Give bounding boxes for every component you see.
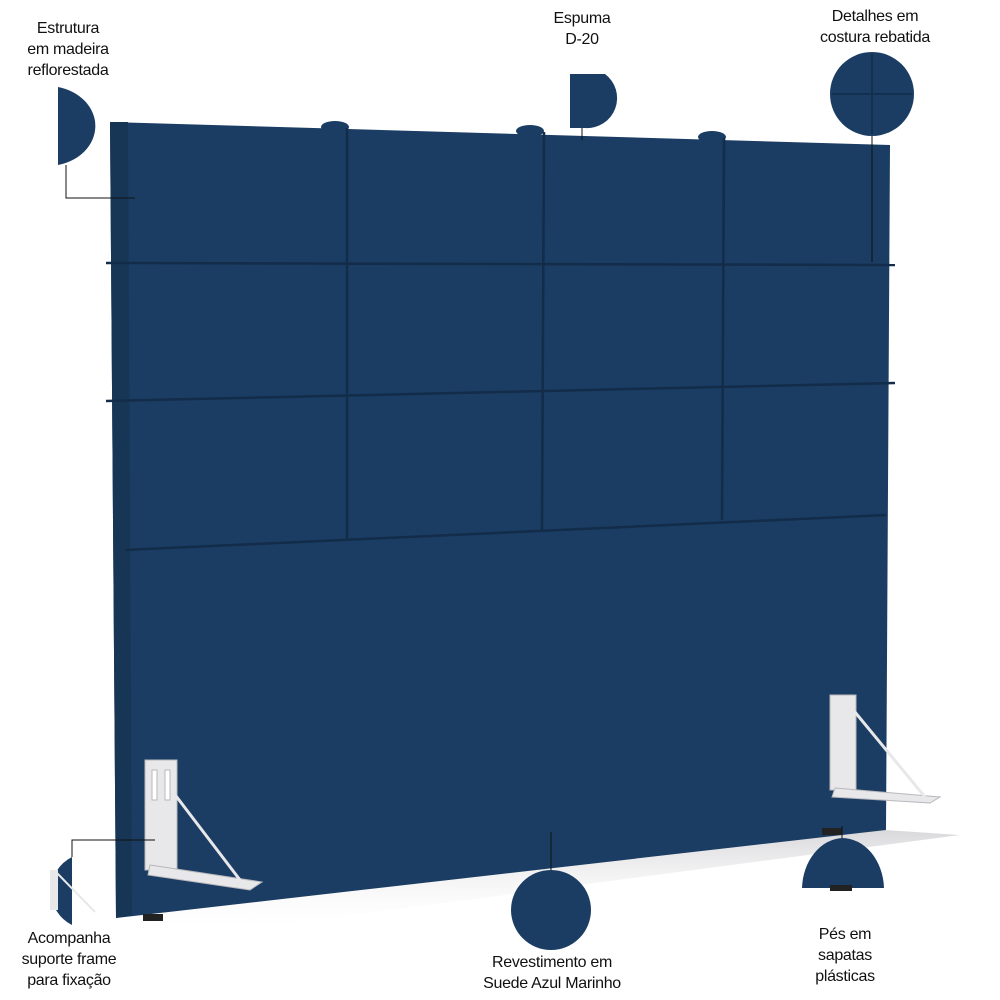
stitching-seams [105,128,896,552]
label-line: Acompanha [27,930,111,947]
label-line: sapatas [818,947,872,964]
callout-leader-lines [65,128,873,870]
label-line: em madeira [27,41,109,58]
headboard-panel [110,122,890,918]
plastic-foot-detail [830,885,852,891]
detail-circle-stitching [830,52,914,136]
cushion-top-bump [516,125,544,137]
label-line: Revestimento em [492,954,612,971]
label-line: D-20 [565,31,599,48]
plastic-foot [143,914,163,921]
callout-stitching-label: Detalhes em costura rebatida [790,6,960,48]
cushion-top-bump [698,131,726,143]
label-line: Detalhes em [831,8,919,25]
label-line: costura rebatida [820,29,930,46]
mounting-bracket-left [144,759,264,891]
cushion-top-bump [321,121,349,133]
label-line: reflorestada [27,62,109,79]
headboard-side-edge [110,122,132,918]
detail-circle-feet [802,838,884,888]
callout-structure-label: Estrutura em madeira reflorestada [6,18,130,81]
label-line: plásticas [815,968,875,985]
callout-feet-label: Pés em sapatas plásticas [790,924,900,987]
plastic-foot [822,828,842,835]
callout-fabric-label: Revestimento em Suede Azul Marinho [452,952,652,994]
mounting-bracket-right [829,694,942,804]
label-line: Estrutura [36,20,100,37]
label-line: Pés em [818,926,872,943]
detail-circle-foam [570,74,618,129]
detail-circle-fabric [511,870,591,950]
callout-bracket-label: Acompanha suporte frame para fixação [6,928,132,991]
label-line: para fixação [27,972,111,989]
detail-circle-bracket [50,857,96,925]
detail-circle-structure [58,87,96,165]
label-line: Espuma [553,10,611,27]
label-line: suporte frame [21,951,117,968]
label-line: Suede Azul Marinho [483,975,621,992]
